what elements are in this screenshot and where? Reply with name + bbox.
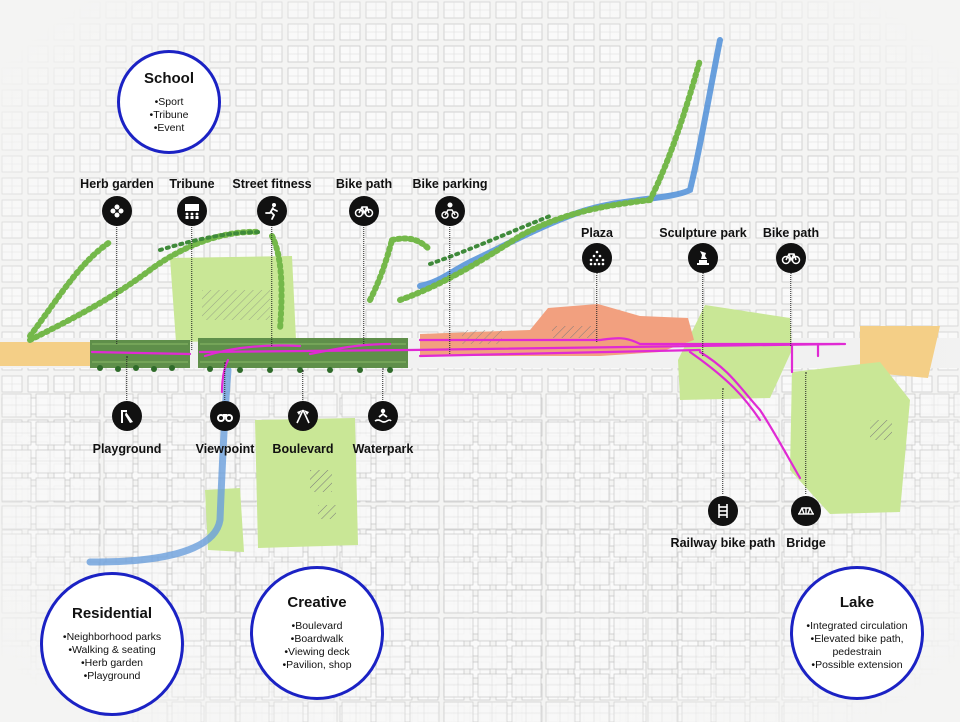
binoculars-icon — [210, 401, 240, 431]
poi-label: Plaza — [581, 226, 613, 240]
district-list: Sport Tribune Event — [150, 96, 189, 135]
runner-icon — [257, 196, 287, 226]
park-lake — [790, 362, 910, 514]
river-south — [86, 366, 232, 566]
leader-line — [271, 220, 273, 346]
bicycle-icon — [776, 243, 806, 273]
swimmer-icon — [368, 401, 398, 431]
district-list: Neighborhood parks Walking & seating Her… — [63, 631, 162, 683]
leader-line — [191, 220, 193, 350]
list-item: Boardwalk — [282, 633, 351, 646]
poi-label: Railway bike path — [670, 536, 776, 550]
poi-label: Bike path — [762, 226, 820, 240]
poi-label: Bike path — [335, 177, 393, 191]
poi-label: Playground — [92, 442, 162, 456]
leader-line — [790, 272, 792, 346]
crowd-icon — [582, 243, 612, 273]
corridor-central — [198, 338, 408, 368]
slide-icon — [112, 401, 142, 431]
list-item: Walking & seating — [63, 644, 161, 657]
tree-lines — [27, 57, 703, 343]
poi-label: Sculpture park — [659, 226, 747, 240]
list-item: Herb garden — [63, 657, 161, 670]
poi-label: Waterpark — [352, 442, 414, 456]
district-title: Residential — [71, 605, 153, 622]
list-item: Boulevard — [282, 620, 351, 633]
leader-line — [116, 220, 118, 344]
list-item: Viewing deck — [282, 646, 351, 659]
list-item: Pavilion, shop — [282, 659, 351, 672]
leader-line — [805, 372, 807, 494]
leader-line — [449, 220, 451, 354]
list-item: Playground — [63, 670, 161, 683]
district-lake[interactable]: Lake Integrated circulation Elevated bik… — [790, 566, 924, 700]
bicycle-icon — [349, 196, 379, 226]
corridor-tree-dots — [97, 365, 393, 373]
bridge-icon — [791, 496, 821, 526]
poi-label: Tribune — [169, 177, 215, 191]
leader-line — [224, 362, 226, 402]
bike-routes — [90, 337, 847, 480]
district-school[interactable]: School Sport Tribune Event — [117, 50, 221, 154]
leader-line — [126, 356, 128, 402]
flags-icon — [288, 401, 318, 431]
list-item: Sport — [150, 96, 189, 109]
sculpture-icon — [688, 243, 718, 273]
tribune-icon — [177, 196, 207, 226]
list-item: Tribune — [150, 109, 188, 122]
district-creative[interactable]: Creative Boulevard Boardwalk Viewing dec… — [250, 566, 384, 700]
district-title: Lake — [839, 594, 875, 611]
poi-label: Viewpoint — [195, 442, 255, 456]
list-item: Integrated circulation — [801, 620, 913, 633]
list-item: Neighborhood parks — [63, 631, 162, 644]
leader-line — [702, 272, 704, 356]
poi-label: Street fitness — [232, 177, 312, 191]
flower-icon — [102, 196, 132, 226]
park-creative — [255, 418, 358, 548]
poi-label: Boulevard — [272, 442, 334, 456]
poi-label: Bike parking — [412, 177, 488, 191]
poi-label: Bridge — [786, 536, 826, 550]
leader-line — [382, 368, 384, 402]
list-item: Event — [150, 122, 189, 135]
leader-line — [722, 388, 724, 494]
park-east — [678, 305, 792, 400]
railway-icon — [708, 496, 738, 526]
district-residential[interactable]: Residential Neighborhood parks Walking &… — [40, 572, 184, 716]
railway-west — [0, 342, 90, 366]
list-item: Elevated bike path, pedestrain — [801, 633, 913, 659]
poi-label: Herb garden — [80, 177, 154, 191]
leader-line — [596, 272, 598, 342]
district-list: Boulevard Boardwalk Viewing deck Pavilio… — [282, 620, 351, 672]
list-item: Possible extension — [801, 659, 913, 672]
district-list: Integrated circulation Elevated bike pat… — [801, 620, 913, 672]
bicycle-parking-icon — [435, 196, 465, 226]
tree-lines-dark — [158, 214, 552, 266]
district-title: Creative — [287, 594, 347, 611]
park-residential-south — [205, 488, 244, 552]
leader-line — [302, 370, 304, 402]
district-title: School — [143, 69, 194, 87]
leader-line — [363, 220, 365, 344]
